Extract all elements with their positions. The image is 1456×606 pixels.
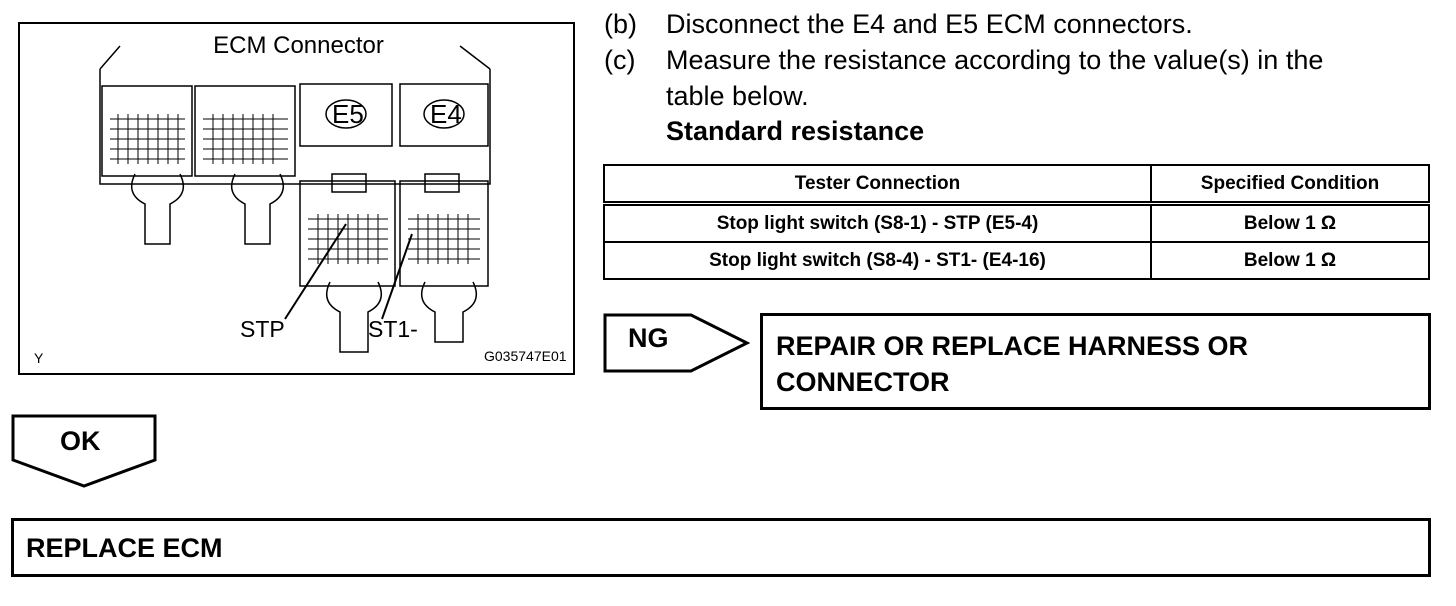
table-cell: Stop light switch (S8-1) - STP (E5-4): [603, 202, 1152, 243]
stp-label: STP: [240, 316, 285, 342]
ng-action-text: REPAIR OR REPLACE HARNESS OR CONNECTOR: [776, 328, 1248, 400]
step-letter: (b): [604, 9, 637, 39]
instruction-steps: (b) Disconnect the E4 and E5 ECM connect…: [604, 6, 1434, 114]
ng-action-line: CONNECTOR: [776, 367, 950, 397]
figure-code: G035747E01: [484, 348, 567, 364]
ok-label: OK: [60, 426, 101, 456]
ok-action-box: REPLACE ECM: [11, 518, 1431, 577]
ok-arrow-icon: [11, 414, 157, 488]
table-row: Stop light switch (S8-1) - STP (E5-4) Be…: [603, 202, 1430, 243]
table-cell: Below 1 Ω: [1150, 202, 1430, 243]
step-c: (c) Measure the resistance according to …: [604, 42, 1434, 78]
step-text: Measure the resistance according to the …: [666, 45, 1324, 75]
step-c-continued: table below.: [604, 78, 1434, 114]
figure-title: ECM Connector: [213, 32, 384, 59]
ng-label: NG: [628, 323, 669, 353]
standard-heading: Standard resistance: [666, 116, 925, 146]
e4-badge: E4: [430, 99, 462, 129]
corner-mark: Y: [34, 350, 44, 366]
table-cell: Below 1 Ω: [1150, 241, 1430, 280]
ecm-connector-figure: ECM Connector E5 E4 STP ST1- Y G035747E0…: [18, 22, 575, 375]
ng-arrow-icon: [603, 313, 751, 373]
connector-illustration: [99, 45, 491, 353]
step-b: (b) Disconnect the E4 and E5 ECM connect…: [604, 6, 1434, 42]
header-specified-condition: Specified Condition: [1150, 164, 1430, 206]
table-header-row: Tester Connection Specified Condition: [603, 164, 1430, 206]
e5-badge: E5: [332, 99, 364, 129]
table-row: Stop light switch (S8-4) - ST1- (E4-16) …: [603, 241, 1430, 280]
ok-action-text: REPLACE ECM: [26, 533, 223, 563]
header-tester-connection: Tester Connection: [603, 164, 1152, 206]
step-letter: (c): [604, 45, 636, 75]
ng-action-line: REPAIR OR REPLACE HARNESS OR: [776, 331, 1249, 361]
step-text: Disconnect the E4 and E5 ECM connectors.: [666, 9, 1193, 39]
step-text-cont: table below.: [666, 81, 809, 111]
ng-action-box: REPAIR OR REPLACE HARNESS OR CONNECTOR: [760, 313, 1431, 410]
resistance-table: Tester Connection Specified Condition St…: [603, 164, 1430, 280]
st1-label: ST1-: [368, 316, 418, 342]
table-cell: Stop light switch (S8-4) - ST1- (E4-16): [603, 241, 1152, 280]
